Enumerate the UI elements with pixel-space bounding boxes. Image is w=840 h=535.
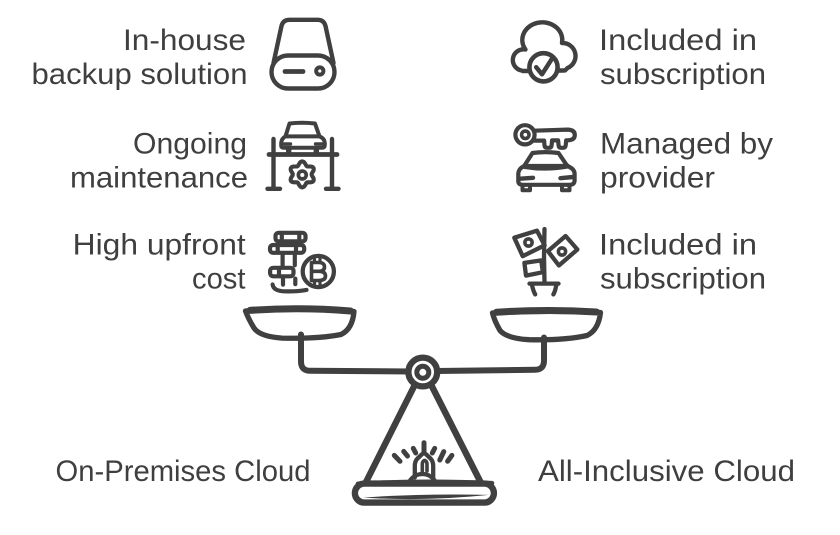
svg-text:subscription: subscription: [600, 58, 766, 91]
svg-text:maintenance: maintenance: [70, 162, 248, 195]
svg-text:backup solution: backup solution: [32, 58, 248, 91]
svg-text:All-Inclusive Cloud: All-Inclusive Cloud: [538, 455, 795, 488]
svg-text:Included in: Included in: [599, 229, 757, 262]
svg-text:Managed by: Managed by: [600, 128, 773, 161]
svg-text:Included in: Included in: [599, 24, 757, 57]
svg-text:Ongoing: Ongoing: [133, 128, 247, 161]
svg-text:High upfront: High upfront: [73, 229, 247, 262]
svg-text:In-house: In-house: [123, 24, 246, 57]
svg-text:subscription: subscription: [600, 263, 766, 296]
svg-text:cost: cost: [192, 263, 246, 296]
svg-text:On-Premises Cloud: On-Premises Cloud: [56, 455, 311, 488]
svg-text:provider: provider: [600, 162, 715, 195]
